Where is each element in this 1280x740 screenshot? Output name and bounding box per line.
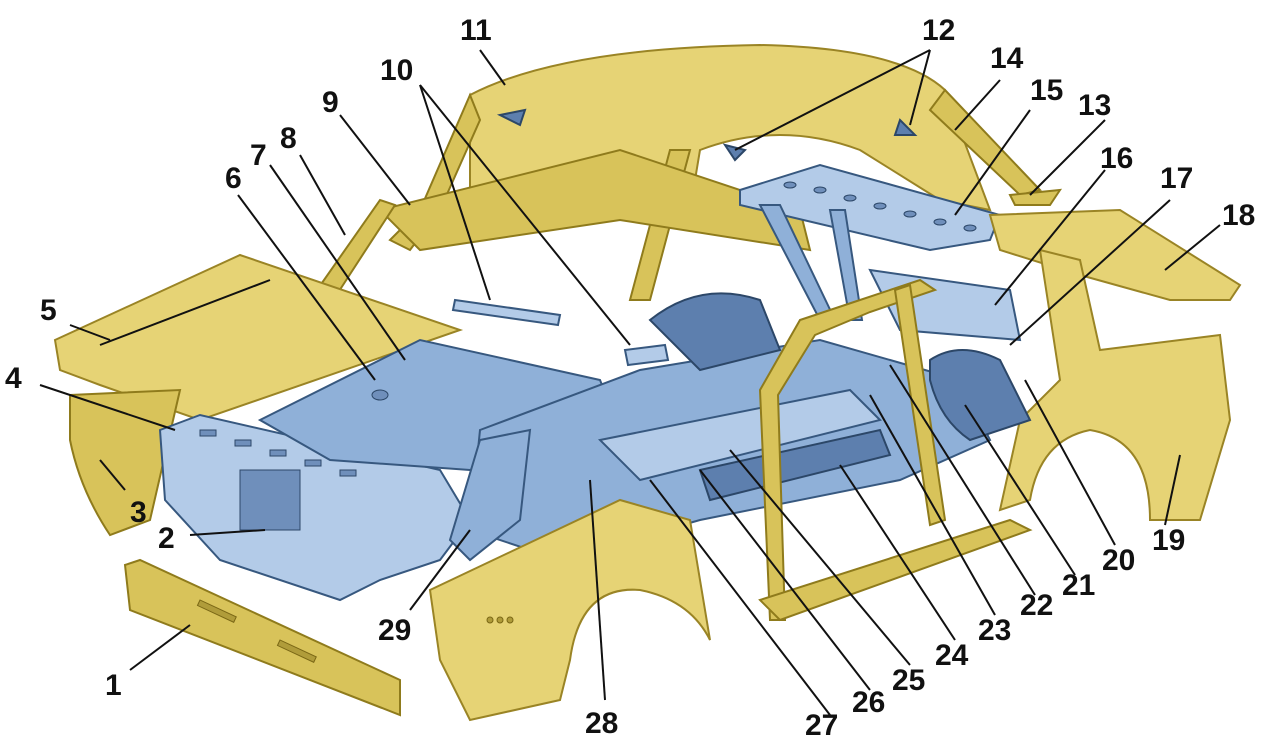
callout-12: 12: [922, 14, 955, 47]
rear-parcel-shelf: [739, 163, 1002, 252]
callout-22: 22: [1020, 589, 1053, 622]
callout-26: 26: [852, 686, 885, 719]
callout-27: 27: [805, 709, 838, 740]
diagram-artwork: [53, 43, 1242, 722]
callout-23: 23: [978, 614, 1011, 647]
roof-bracket-left: [496, 108, 527, 127]
front-apron: [69, 388, 182, 537]
callout-5: 5: [40, 294, 57, 327]
roof-bracket-right: [893, 118, 918, 136]
callout-24: 24: [935, 639, 969, 672]
callout-labels: 1 2 3 4 5 6 7 8 9 10 11 12 13 14 15 16 1…: [5, 14, 1255, 740]
trunk-lid: [988, 208, 1242, 301]
callout-19: 19: [1152, 524, 1185, 557]
callout-9: 9: [322, 86, 339, 119]
door-frame: [758, 278, 938, 621]
inner-wheelhouse: [648, 292, 782, 372]
callout-29: 29: [378, 614, 411, 647]
floor-crossmember: [698, 428, 892, 502]
callout-18: 18: [1222, 199, 1255, 232]
callout-4: 4: [5, 362, 22, 395]
callout-28: 28: [585, 707, 618, 740]
callout-14: 14: [990, 42, 1024, 75]
parcel-shelf-holes: [783, 181, 977, 232]
callout-3: 3: [130, 496, 147, 529]
callout-7: 7: [250, 139, 267, 172]
callout-16: 16: [1100, 142, 1133, 175]
front-side-member: [448, 428, 532, 562]
radiator-frame-holes: [199, 429, 357, 531]
front-fender: [428, 498, 711, 722]
callout-6: 6: [225, 162, 242, 195]
windshield-bracket: [451, 298, 562, 327]
hood-crease: [99, 279, 271, 346]
rear-fender: [998, 248, 1232, 521]
callout-20: 20: [1102, 544, 1135, 577]
cowl-panel: [378, 148, 812, 252]
bulkhead-port: [371, 389, 389, 401]
side-sill: [758, 518, 1033, 622]
callout-11: 11: [460, 14, 492, 47]
rear-wheel-arch: [929, 349, 1032, 442]
callout-17: 17: [1160, 162, 1193, 195]
callout-21: 21: [1062, 569, 1095, 602]
parcel-shelf-support-2: [828, 209, 864, 321]
roof-bracket-rear: [722, 143, 747, 162]
callout-13: 13: [1078, 89, 1111, 122]
leader-lines: [39, 49, 1221, 716]
front-crossmember: [123, 558, 401, 717]
dash-bracket: [623, 343, 670, 367]
fender-holes: [486, 616, 514, 624]
center-pillar: [893, 283, 947, 527]
callout-15: 15: [1030, 74, 1063, 107]
callout-8: 8: [280, 122, 297, 155]
callout-2: 2: [158, 522, 175, 555]
callout-25: 25: [892, 664, 925, 697]
callout-1: 1: [105, 669, 122, 702]
callout-10: 10: [380, 54, 413, 87]
crossmember-slots: [196, 599, 317, 664]
rear-quarter-inner: [1008, 188, 1063, 206]
